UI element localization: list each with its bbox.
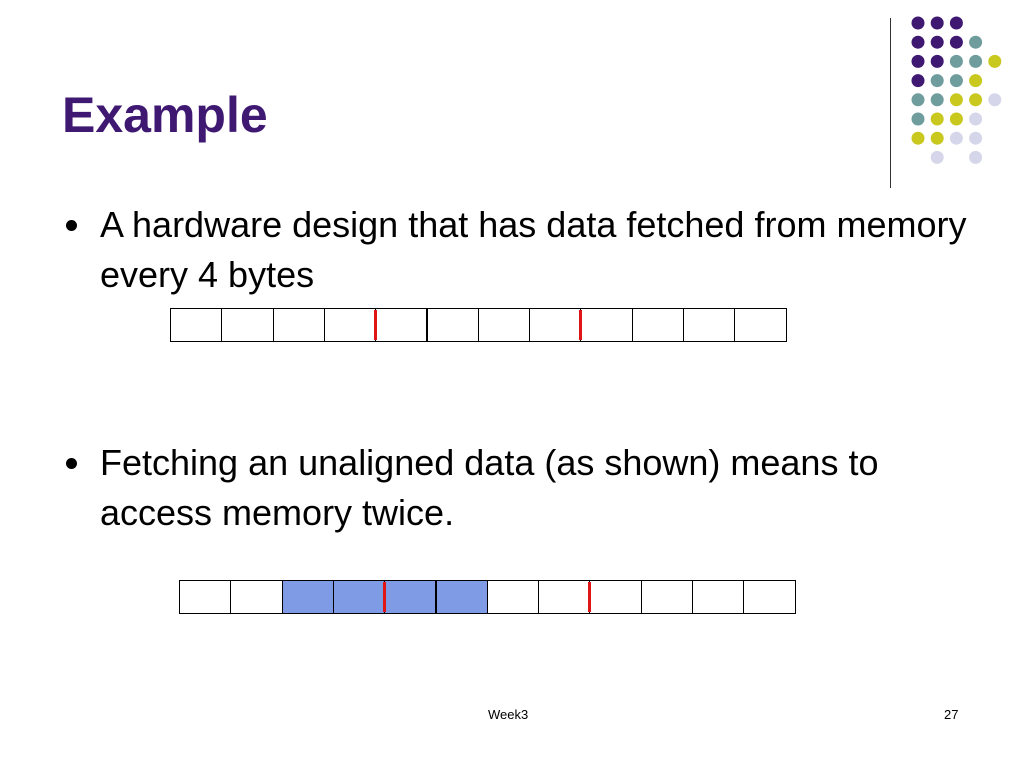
decorative-dot xyxy=(911,93,925,107)
memory-cell xyxy=(375,308,428,342)
page-number: 27 xyxy=(944,707,959,722)
decorative-dot xyxy=(911,131,925,145)
bullet-dot-icon xyxy=(66,220,77,231)
memory-cell xyxy=(332,580,386,614)
decorative-dot-grid xyxy=(911,16,1002,164)
footer-label: Week3 xyxy=(488,707,529,722)
decorative-dot xyxy=(969,131,983,145)
bullet-text: A hardware design that has data fetched … xyxy=(100,204,967,295)
decorative-dot xyxy=(911,16,925,30)
memory-cell xyxy=(477,308,531,342)
decorative-dot xyxy=(911,112,925,126)
memory-row-aligned xyxy=(170,308,787,342)
decorative-dot xyxy=(969,54,983,68)
memory-cell xyxy=(580,308,633,342)
decorative-dot xyxy=(949,16,963,30)
slide-title: Example xyxy=(62,87,268,143)
memory-cell xyxy=(743,580,796,614)
memory-cell xyxy=(179,580,232,614)
memory-cell xyxy=(281,580,334,614)
memory-cell xyxy=(323,308,377,342)
decorative-dot xyxy=(969,35,983,49)
decorative-dot xyxy=(949,112,963,126)
memory-cell xyxy=(631,308,684,342)
decorative-dot xyxy=(930,16,944,30)
decorative-dot xyxy=(949,35,963,49)
decorative-dot xyxy=(949,131,963,145)
memory-cell xyxy=(435,580,488,614)
decorative-dot xyxy=(911,74,925,88)
memory-cell xyxy=(230,580,283,614)
decorative-dot xyxy=(930,74,944,88)
decorative-dot xyxy=(930,54,944,68)
decorative-dot xyxy=(930,93,944,107)
memory-cell xyxy=(384,580,437,614)
decorative-dot xyxy=(930,131,944,145)
decorative-dot xyxy=(969,93,983,107)
memory-cell xyxy=(734,308,787,342)
memory-cell xyxy=(692,580,745,614)
decorative-dot xyxy=(969,150,983,164)
title-divider-line xyxy=(890,18,891,188)
memory-row-unaligned xyxy=(179,580,796,614)
word-boundary-marker xyxy=(579,310,583,340)
memory-cell xyxy=(589,580,642,614)
decorative-dot xyxy=(969,112,983,126)
decorative-dot xyxy=(930,112,944,126)
bullet-text: Fetching an unaligned data (as shown) me… xyxy=(100,442,879,533)
decorative-dot xyxy=(911,35,925,49)
bullet-dot-icon xyxy=(66,458,77,469)
decorative-dot xyxy=(988,54,1002,68)
memory-cell xyxy=(538,580,591,614)
decorative-dot xyxy=(930,150,944,164)
memory-cell xyxy=(221,308,274,342)
memory-cell xyxy=(426,308,479,342)
decorative-dot xyxy=(911,54,925,68)
decorative-dot xyxy=(930,35,944,49)
memory-cell xyxy=(170,308,223,342)
word-boundary-marker xyxy=(374,310,378,340)
memory-cell xyxy=(683,308,736,342)
memory-cell xyxy=(529,308,582,342)
decorative-dot xyxy=(988,93,1002,107)
memory-cell xyxy=(486,580,540,614)
decorative-dot xyxy=(949,93,963,107)
decorative-dot xyxy=(949,54,963,68)
memory-cell xyxy=(640,580,693,614)
word-boundary-marker xyxy=(383,582,387,612)
word-boundary-marker xyxy=(588,582,592,612)
memory-cell xyxy=(272,308,325,342)
decorative-dot xyxy=(949,74,963,88)
decorative-dot xyxy=(969,74,983,88)
